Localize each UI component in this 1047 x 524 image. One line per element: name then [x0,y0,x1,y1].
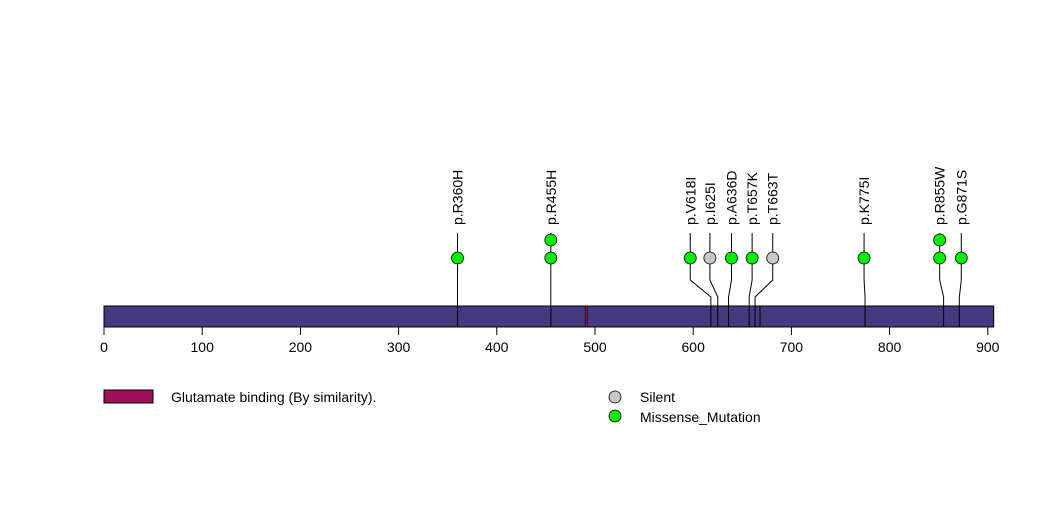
legend-domain-swatch [103,389,154,404]
mutation-marker[interactable] [703,251,717,265]
legend-missense-marker [608,409,622,423]
x-tick-label: 800 [878,339,902,355]
legend-silent-label: Silent [640,389,675,405]
x-tick-label: 0 [100,339,108,355]
mutation-label: p.I625I [702,182,718,225]
mutation-marker[interactable] [857,251,871,265]
mutation-label: p.V618I [682,177,698,225]
protein-bar [103,305,995,328]
mutation-label: p.G871S [953,170,969,225]
x-tick-label: 300 [387,339,411,355]
mutation-marker[interactable] [725,251,738,265]
mutation-marker[interactable] [933,233,947,247]
legend-domain-label: Glutamate binding (By similarity). [171,389,376,405]
x-tick-label: 600 [682,339,706,355]
x-tick-label: 100 [191,339,215,355]
mutation-marker[interactable] [544,251,558,265]
legend-missense-label: Missense_Mutation [640,409,761,425]
x-tick-label: 400 [485,339,509,355]
mutation-label: p.T657K [744,171,760,225]
mutation-label: p.A636D [723,171,739,225]
mutation-label: p.R455H [543,170,559,225]
domain-region [584,305,588,328]
mutation-marker[interactable] [766,251,780,265]
mutation-label: p.T663T [765,172,781,225]
x-tick-label: 200 [289,339,313,355]
mutation-marker[interactable] [745,251,759,265]
mutation-label: p.R360H [450,170,466,225]
mutation-marker[interactable] [683,251,697,265]
mutation-label: p.K775I [856,177,872,225]
x-tick-label: 500 [583,339,607,355]
mutation-marker[interactable] [451,251,464,265]
mutation-marker[interactable] [544,233,558,247]
mutation-label: p.R855W [932,166,948,225]
mutation-marker[interactable] [933,251,947,265]
legend-silent-marker [608,390,622,404]
mutation-marker[interactable] [954,251,968,265]
x-tick-label: 700 [780,339,804,355]
x-tick-label: 900 [976,339,1000,355]
